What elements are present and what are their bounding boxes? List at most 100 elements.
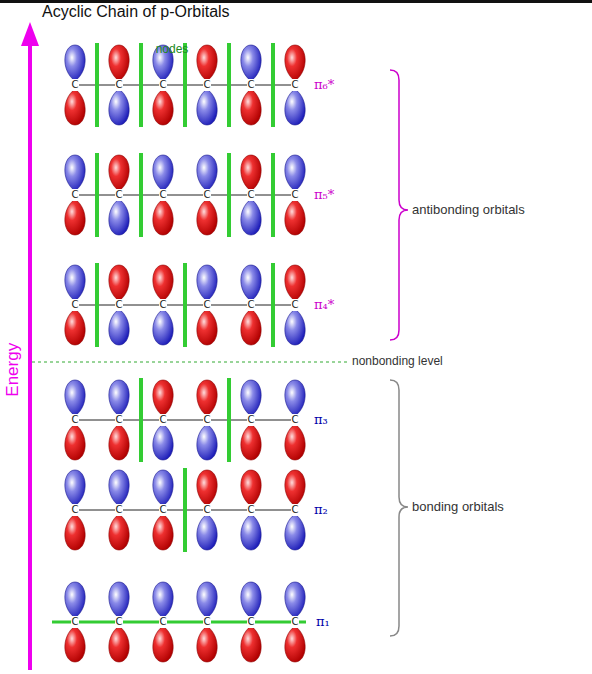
- atom-symbol: C: [159, 414, 168, 426]
- orbital-lobe: [285, 514, 305, 550]
- orbital-lobe: [285, 89, 305, 125]
- p-orbital: [109, 380, 129, 460]
- orbital-lobe: [285, 380, 305, 416]
- atom-symbol: C: [291, 79, 300, 91]
- orbital-lobe: [197, 424, 217, 460]
- p-orbital: [197, 380, 217, 460]
- orbital-lobe: [285, 582, 305, 618]
- nodal-plane: [95, 43, 99, 127]
- orbital-lobe: [241, 514, 261, 550]
- atom-symbol: C: [71, 414, 80, 426]
- orbital-name: π₂: [314, 503, 328, 518]
- orbital-lobe: [285, 45, 305, 81]
- orbital-lobe: [153, 470, 173, 506]
- orbital-row: [52, 582, 306, 662]
- antibonding-brace: [390, 70, 408, 340]
- orbital-lobe: [109, 514, 129, 550]
- p-orbital: [65, 155, 85, 235]
- p-orbital: [153, 470, 173, 550]
- orbital-lobe: [153, 265, 173, 301]
- orbital-lobe: [197, 199, 217, 235]
- orbital-lobe: [65, 582, 85, 618]
- group-label: antibonding orbitals: [412, 203, 525, 218]
- p-orbital: [197, 470, 217, 550]
- orbital-lobe: [285, 424, 305, 460]
- nodal-plane: [227, 43, 231, 127]
- orbital-lobe: [153, 424, 173, 460]
- orbital-lobe: [241, 470, 261, 506]
- atom-symbol: C: [115, 504, 124, 516]
- orbital-lobe: [153, 626, 173, 662]
- p-orbital: [109, 45, 129, 125]
- orbital-lobe: [65, 514, 85, 550]
- p-orbital: [285, 45, 305, 125]
- orbital-lobe: [65, 89, 85, 125]
- orbital-lobe: [197, 582, 217, 618]
- p-orbital: [65, 45, 85, 125]
- nonbonding-line: [32, 362, 348, 363]
- atom-symbol: C: [203, 414, 212, 426]
- orbital-lobe: [153, 155, 173, 191]
- orbital-lobe: [109, 582, 129, 618]
- atom-symbol: C: [291, 414, 300, 426]
- orbital-row: [65, 263, 305, 347]
- orbital-lobe: [109, 265, 129, 301]
- orbital-lobe: [241, 309, 261, 345]
- nodal-plane: [139, 43, 143, 127]
- orbital-lobe: [109, 626, 129, 662]
- p-orbital: [153, 155, 173, 235]
- p-orbital: [65, 470, 85, 550]
- nodal-plane: [227, 153, 231, 237]
- nodal-plane: [183, 468, 187, 552]
- orbital-lobe: [241, 626, 261, 662]
- p-orbital: [285, 380, 305, 460]
- nodal-plane: [271, 153, 275, 237]
- orbital-name: π₁: [316, 615, 330, 630]
- diagram-title: Acyclic Chain of p-Orbitals: [42, 3, 230, 21]
- orbital-lobe: [109, 380, 129, 416]
- orbital-lobe: [241, 582, 261, 618]
- orbital-name: π₅*: [314, 188, 334, 203]
- atom-symbol: C: [159, 299, 168, 311]
- sigma-bond: [75, 195, 295, 196]
- orbital-lobe: [285, 265, 305, 301]
- orbital-lobe: [241, 45, 261, 81]
- orbital-lobe: [153, 582, 173, 618]
- p-orbital: [285, 470, 305, 550]
- atom-symbol: C: [71, 299, 80, 311]
- sigma-bond: [75, 420, 295, 421]
- p-orbital: [109, 265, 129, 345]
- nodal-plane: [139, 378, 143, 462]
- atom-symbol: C: [159, 504, 168, 516]
- atom-symbol: C: [291, 299, 300, 311]
- atom-symbol: C: [159, 79, 168, 91]
- orbital-rows: [52, 43, 306, 662]
- group-label: bonding orbitals: [412, 500, 504, 515]
- orbital-lobe: [197, 265, 217, 301]
- nodal-plane: [95, 153, 99, 237]
- energy-axis: [28, 42, 32, 670]
- orbital-lobe: [153, 309, 173, 345]
- orbital-lobe: [197, 309, 217, 345]
- orbital-name: π₆*: [314, 78, 334, 93]
- atom-symbol: C: [247, 504, 256, 516]
- orbital-row: [65, 378, 305, 462]
- p-orbital: [153, 380, 173, 460]
- nodal-plane: [183, 263, 187, 347]
- orbital-lobe: [197, 514, 217, 550]
- p-orbital: [65, 380, 85, 460]
- atom-symbol: C: [71, 616, 80, 628]
- p-orbital: [197, 45, 217, 125]
- orbital-lobe: [197, 155, 217, 191]
- top-border: [0, 0, 592, 3]
- p-orbital: [153, 265, 173, 345]
- p-orbital: [109, 155, 129, 235]
- orbital-lobe: [109, 309, 129, 345]
- orbital-row: [65, 468, 305, 552]
- atom-symbol: C: [247, 189, 256, 201]
- orbital-lobe: [65, 265, 85, 301]
- orbital-lobe: [285, 309, 305, 345]
- atom-symbol: C: [203, 504, 212, 516]
- orbital-lobe: [197, 89, 217, 125]
